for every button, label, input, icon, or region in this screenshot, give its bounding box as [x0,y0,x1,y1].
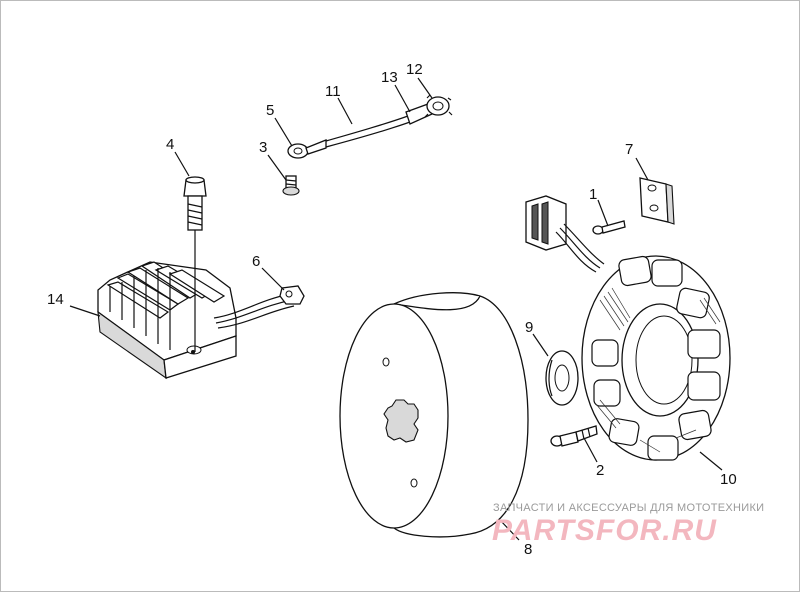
callout-3: 3 [259,139,267,156]
callout-1: 1 [589,186,597,203]
bolt-2 [550,425,598,447]
callout-5: 5 [266,102,274,119]
washer-9 [545,350,579,406]
callout-12: 12 [406,61,423,78]
voltage-regulator [97,261,237,380]
flywheel-8 [339,292,529,538]
callout-9: 9 [525,319,533,336]
stator-10 [581,255,731,461]
bracket-7 [639,177,675,225]
callout-8: 8 [524,541,532,558]
ground-cable [287,94,453,159]
screw-3 [282,175,300,196]
callout-7: 7 [625,141,633,158]
regulator-wires [213,285,305,329]
callout-10: 10 [720,471,737,488]
callout-2: 2 [596,462,604,479]
callout-13: 13 [381,69,398,86]
stator-connector [525,195,605,273]
callout-4: 4 [166,136,174,153]
bolt-4 [183,176,207,352]
screw-1 [592,220,626,235]
callout-11: 11 [325,83,341,100]
leader-lines [69,77,723,541]
callout-14: 14 [47,291,64,308]
callout-labels: 4 3 5 11 13 12 6 14 1 7 9 2 10 8 [47,61,737,558]
watermark-tagline: ЗАПЧАСТИ И АКСЕССУАРЫ ДЛЯ МОТОТЕХНИКИ [493,502,764,514]
watermark-logo: PARTSFOR.RU [492,514,717,547]
watermark: ЗАПЧАСТИ И АКСЕССУАРЫ ДЛЯ МОТОТЕХНИКИ PA… [492,502,764,547]
callout-6: 6 [252,253,260,270]
